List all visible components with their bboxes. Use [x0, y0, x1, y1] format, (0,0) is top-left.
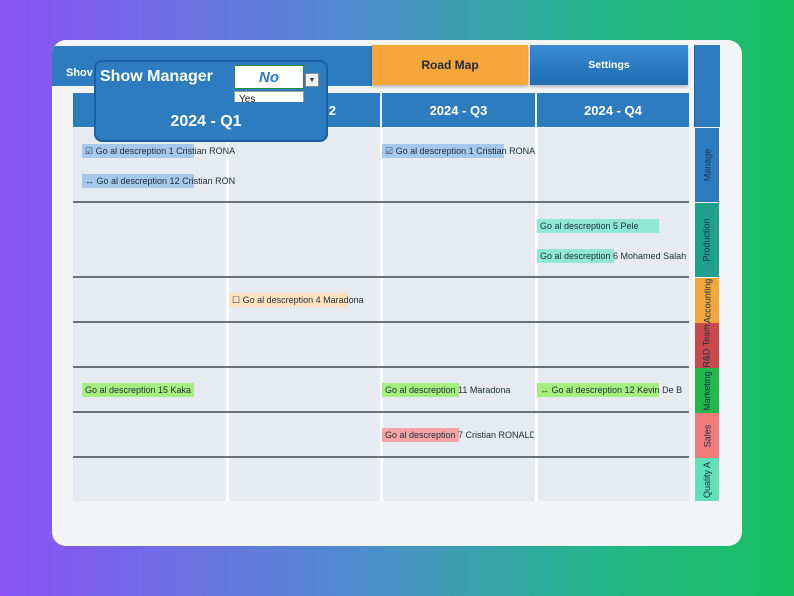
show-manager-panel: Show Manager No ▼ Yes No 2024 - Q1	[94, 60, 328, 142]
row-divider	[73, 321, 689, 323]
task-bar	[229, 293, 349, 307]
task-bar	[537, 249, 614, 263]
task-item[interactable]: ☑ Go al descreption 1 Cristian RONA	[382, 144, 536, 158]
task-label: Go al descreption 11 Maradona	[385, 385, 511, 395]
task-label: Go al descreption 6 Mohamed Salah	[540, 251, 687, 261]
task-bar	[82, 144, 194, 158]
roadmap-window: Shov Road Map Settings 2 2024 - Q3 2024 …	[52, 40, 742, 546]
row-divider	[73, 366, 689, 368]
right-header-strip	[694, 45, 720, 127]
category-production: Production	[695, 203, 719, 277]
category-label: Manage	[702, 148, 712, 182]
category-label: Quality A	[702, 461, 712, 498]
task-item[interactable]: Go al descreption 15 Kaka	[82, 383, 224, 397]
task-bar	[82, 174, 194, 188]
category-label: Accounting	[702, 278, 712, 323]
task-label: Go al descreption 1 Cristian RONA	[395, 146, 536, 156]
task-label: Go al descreption 12 Cristian RON	[96, 176, 236, 186]
quarter-header-q1-label: 2024 - Q1	[108, 102, 304, 140]
task-bar	[382, 383, 459, 397]
task-bar	[382, 144, 504, 158]
spreadsheet-area: Shov Road Map Settings 2 2024 - Q3 2024 …	[52, 40, 742, 546]
task-item[interactable]: Go al descreption 5 Pele	[537, 219, 659, 233]
quarter-header-q3: 2024 - Q3	[382, 93, 535, 127]
quarter-divider	[226, 128, 229, 501]
task-label: Go al descreption 7 Cristian RONALD	[385, 430, 534, 440]
row-divider	[73, 201, 689, 203]
task-bar	[537, 383, 659, 397]
task-prefix-icon: ☑	[85, 146, 94, 156]
category-sales: Sales	[695, 413, 719, 458]
category-rd-team: R&D Team	[695, 323, 719, 368]
task-prefix-icon: ☑	[385, 146, 394, 156]
category-manage: Manage	[695, 128, 719, 202]
show-label: Shov	[66, 67, 93, 79]
quarter-header-q4: 2024 - Q4	[537, 93, 689, 127]
category-label: R&D Team	[702, 323, 713, 368]
task-item[interactable]: ☐ Go al descreption 4 Maradona	[229, 293, 379, 307]
task-prefix-icon: ↔	[85, 176, 94, 186]
task-item[interactable]: ↔ Go al descreption 12 Kevin De B	[537, 383, 693, 397]
chevron-down-icon[interactable]: ▼	[305, 73, 319, 87]
settings-tab-button[interactable]: Settings	[530, 45, 688, 85]
task-label: Go al descreption 15 Kaka	[85, 385, 192, 395]
task-item[interactable]: Go al descreption 6 Mohamed Salah	[537, 249, 693, 263]
task-item[interactable]: ↔ Go al descreption 12 Cristian RON	[82, 174, 237, 188]
quarter-divider	[535, 128, 538, 501]
quarter-divider	[380, 128, 383, 501]
category-label: Production	[702, 218, 712, 262]
roadmap-tab-button[interactable]: Road Map	[372, 45, 528, 85]
task-item[interactable]: Go al descreption 11 Maradona	[382, 383, 534, 397]
task-label: Go al descreption 5 Pele	[540, 221, 639, 231]
task-prefix-icon: ↔	[540, 385, 549, 395]
task-label: Go al descreption 4 Maradona	[242, 295, 364, 305]
option-yes[interactable]: Yes	[239, 94, 256, 105]
task-label: Go al descreption 12 Kevin De B	[551, 385, 683, 395]
show-manager-label: Show Manager	[100, 68, 213, 85]
row-divider	[73, 276, 689, 278]
task-bar	[537, 219, 659, 233]
category-quality: Quality A	[695, 458, 719, 501]
task-item[interactable]: ☑ Go al descreption 1 Cristian RONA	[82, 144, 235, 158]
show-manager-value-cell[interactable]: No	[234, 65, 304, 89]
row-divider	[73, 411, 689, 413]
row-divider	[73, 456, 689, 458]
category-accounting: Accounting	[695, 278, 719, 323]
category-marketing: Marketing	[695, 368, 719, 413]
task-bar	[82, 383, 194, 397]
category-label: Marketing	[702, 370, 713, 411]
task-prefix-icon: ☐	[232, 295, 241, 305]
category-label: Sales	[701, 424, 712, 447]
task-label: Go al descreption 1 Cristian RONA	[95, 146, 236, 156]
task-bar	[382, 428, 459, 442]
task-item[interactable]: Go al descreption 7 Cristian RONALD	[382, 428, 534, 442]
